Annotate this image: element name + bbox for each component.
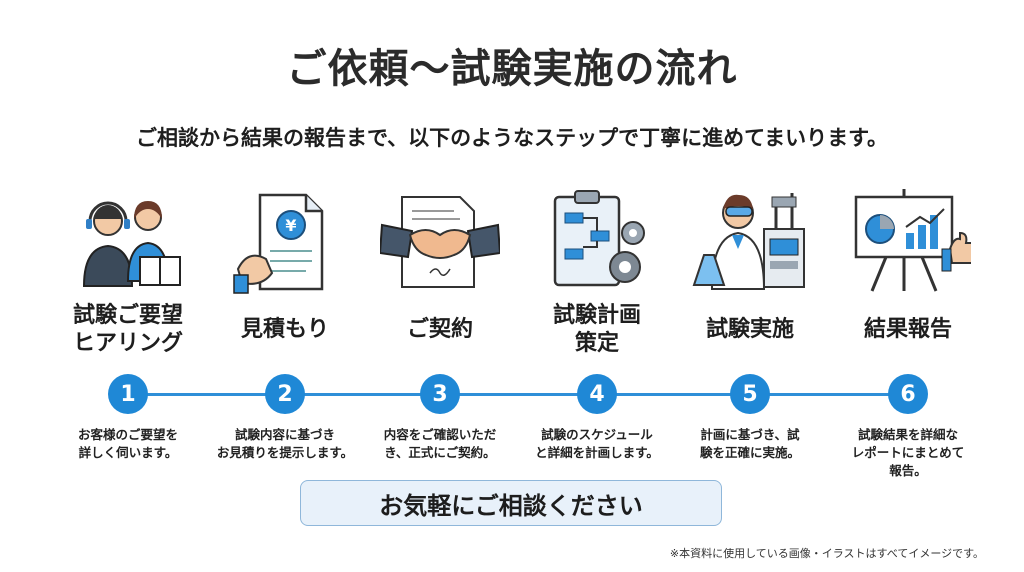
- step-title: 見積もり: [240, 317, 329, 342]
- planning-flowchart-icon: [532, 186, 662, 296]
- page-subtitle: ご相談から結果の報告まで、以下のようなステップで丁寧に進めてまいります。: [135, 126, 888, 150]
- step-title: 試験計画 策定: [552, 303, 641, 356]
- step-title: 試験ご要望 ヒアリング: [72, 303, 183, 356]
- scientist-lab-icon: [685, 186, 815, 296]
- step-description: 試験のスケジュール と詳細を計画します。: [535, 427, 659, 460]
- handshake-contract-icon: [375, 186, 505, 296]
- report-chart-icon: [843, 186, 973, 296]
- steps-row: 試験ご要望 ヒアリング ¥ 見積もり: [0, 186, 1024, 486]
- step-description: 試験内容に基づき お見積りを提示します。: [216, 427, 354, 460]
- step-number-badge: 3: [420, 374, 460, 414]
- image-disclaimer-note: ※本資料に使用している画像・イラストはすべてイメージです。: [669, 547, 984, 560]
- step-2: ¥ 見積もり: [205, 186, 365, 364]
- svg-text:¥: ¥: [285, 216, 296, 235]
- customer-support-icon: [63, 186, 193, 296]
- consultation-cta-button[interactable]: お気軽にご相談ください: [300, 480, 722, 526]
- step-description: 試験結果を詳細な レポートにまとめて 報告。: [851, 427, 965, 478]
- timeline-line: [128, 393, 906, 396]
- step-number-badge: 1: [108, 374, 148, 414]
- step-title: 試験実施: [705, 317, 794, 342]
- step-title: 結果報告: [863, 317, 952, 342]
- page-title: ご依頼〜試験実施の流れ: [286, 46, 738, 92]
- step-number-badge: 4: [577, 374, 617, 414]
- step-description: お客様のご要望を 詳しく伺います。: [77, 427, 178, 460]
- step-6: 結果報告: [828, 186, 988, 364]
- step-description: 計画に基づき、試 験を正確に実施。: [699, 427, 800, 460]
- step-4: 試験計画 策定: [517, 186, 677, 364]
- step-1: 試験ご要望 ヒアリング: [48, 186, 208, 364]
- step-3: ご契約: [360, 186, 520, 364]
- step-number-badge: 2: [265, 374, 305, 414]
- estimate-document-icon: ¥: [220, 186, 350, 296]
- step-title: ご契約: [406, 317, 473, 342]
- step-number-badge: 6: [888, 374, 928, 414]
- step-5: 試験実施: [670, 186, 830, 364]
- step-number-badge: 5: [730, 374, 770, 414]
- step-description: 内容をご確認いただ き、正式にご契約。: [383, 427, 497, 460]
